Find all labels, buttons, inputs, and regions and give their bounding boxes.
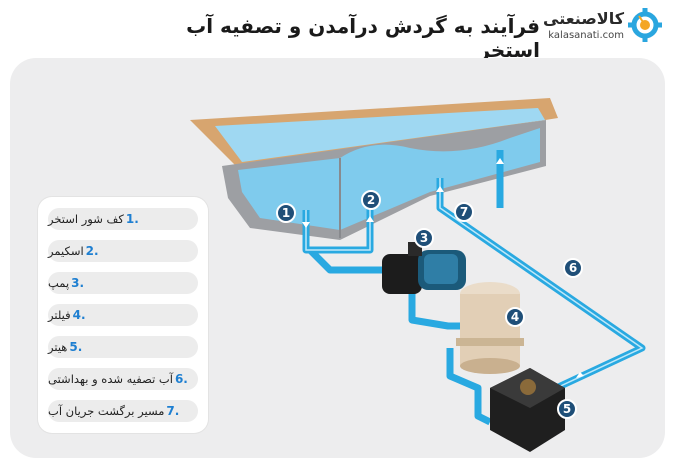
- legend-item-return-path: 7. مسیر برگشت جریان آب: [48, 400, 198, 422]
- badge-clean-water: 6: [563, 258, 583, 278]
- brand-logo[interactable]: کالاصنعتی kalasanati.com: [532, 6, 662, 46]
- legend-text: هیتر: [48, 340, 68, 354]
- badge-filter: 4: [505, 307, 525, 327]
- legend-number: 6.: [174, 372, 188, 386]
- logo-url: kalasanati.com: [548, 30, 624, 41]
- badge-heater: 5: [557, 399, 577, 419]
- legend-item-skimmer: 2. اسکیمر: [48, 240, 198, 262]
- legend-text: مسیر برگشت جریان آب: [48, 404, 165, 418]
- pool-water-surface: [215, 108, 545, 162]
- legend-text: اسکیمر: [48, 244, 84, 258]
- legend-item-main-drain: 1. کف شور استخر: [48, 208, 198, 230]
- legend-number: 2.: [85, 244, 99, 258]
- heater-box-icon: [490, 368, 565, 452]
- legend-number: 7.: [166, 404, 180, 418]
- gear-logo-icon: [628, 8, 662, 42]
- legend-item-filter: 4. فیلتر: [48, 304, 198, 326]
- pipe-filter-to-heater: [446, 348, 492, 426]
- logo-name: کالاصنعتی: [543, 9, 624, 28]
- badge-return-path: 7: [454, 202, 474, 222]
- legend-number: 5.: [69, 340, 83, 354]
- legend-text: پمپ: [48, 276, 70, 290]
- pipe-to-pump: [307, 247, 382, 274]
- pool-water-section: [238, 128, 540, 230]
- badge-skimmer: 2: [361, 190, 381, 210]
- pipe-pump-to-filter: [408, 290, 462, 330]
- pool-circulation-diagram: [190, 98, 646, 452]
- legend-item-heater: 5. هیتر: [48, 336, 198, 358]
- legend-number: 1.: [125, 212, 139, 226]
- legend-panel: 1. کف شور استخر 2. اسکیمر 3. پمپ 4. فیلت…: [38, 197, 208, 433]
- badge-main-drain: 1: [276, 203, 296, 223]
- legend-number: 4.: [72, 308, 86, 322]
- legend-item-pump: 3. پمپ: [48, 272, 198, 294]
- legend-number: 3.: [71, 276, 85, 290]
- flow-arrow-icon: [302, 158, 584, 378]
- legend-text: فیلتر: [48, 308, 71, 322]
- legend-item-clean-water: 6. آب تصفیه شده و بهداشتی: [48, 368, 198, 390]
- page-title: فرآیند به گردش درآمدن و تصفیه آب استخر: [186, 14, 540, 62]
- legend-text: آب تصفیه شده و بهداشتی: [48, 372, 173, 386]
- pump-icon: [382, 242, 466, 294]
- legend-text: کف شور استخر: [48, 212, 124, 226]
- filter-tank-icon: [456, 282, 524, 374]
- badge-pump: 3: [414, 228, 434, 248]
